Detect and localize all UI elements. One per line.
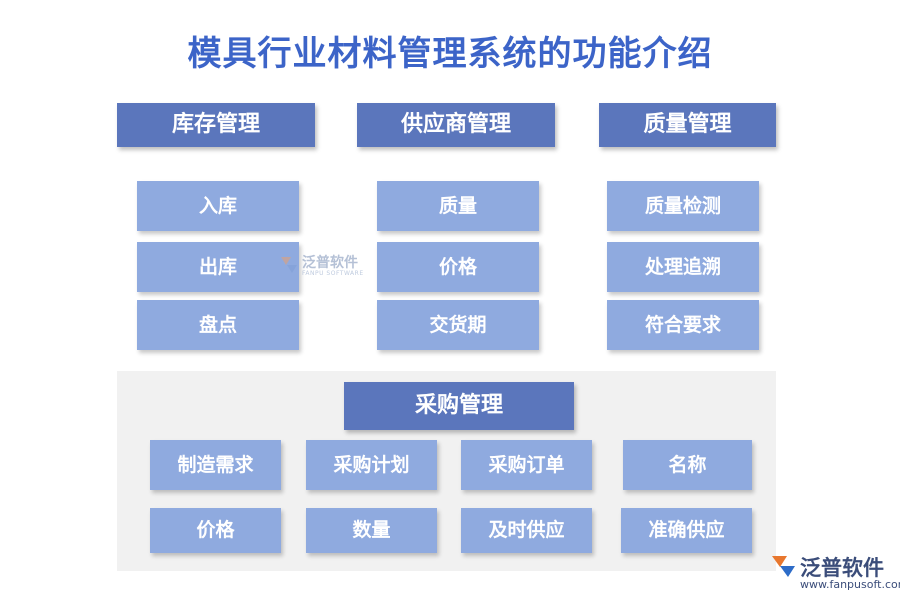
watermark: 泛普软件 FANPU SOFTWARE [278,250,368,284]
brand-url: www.fanpusoft.com [800,578,900,591]
fanpu-logo-icon [772,556,795,577]
brand-name: 泛普软件 [800,556,884,580]
purchase-item-purchase-order: 采购订单 [461,440,592,490]
quality-header: 质量管理 [599,103,776,147]
inventory-item-outbound: 出库 [137,242,299,292]
purchase-header: 采购管理 [344,382,574,430]
page-title: 模具行业材料管理系统的功能介绍 [187,34,713,74]
inventory-item-stocktake: 盘点 [137,300,299,350]
quality-item-compliance: 符合要求 [607,300,759,350]
purchase-item-timely-supply: 及时供应 [461,508,592,553]
purchase-item-manufacturing-demand: 制造需求 [150,440,281,490]
watermark-logo-icon [281,257,297,273]
watermark-name: 泛普软件 [302,255,358,271]
supplier-item-price: 价格 [377,242,539,292]
purchase-item-accurate-supply: 准确供应 [621,508,752,553]
supplier-item-quality: 质量 [377,181,539,231]
purchase-item-price: 价格 [150,508,281,553]
supplier-item-delivery: 交货期 [377,300,539,350]
quality-item-inspection: 质量检测 [607,181,759,231]
inventory-item-inbound: 入库 [137,181,299,231]
watermark-sub: FANPU SOFTWARE [302,270,364,277]
purchase-item-quantity: 数量 [306,508,437,553]
brand-logo: 泛普软件 www.fanpusoft.com [770,550,900,596]
purchase-item-purchase-plan: 采购计划 [306,440,437,490]
purchase-item-name: 名称 [623,440,752,490]
inventory-header: 库存管理 [117,103,315,147]
quality-item-traceability: 处理追溯 [607,242,759,292]
supplier-header: 供应商管理 [357,103,555,147]
